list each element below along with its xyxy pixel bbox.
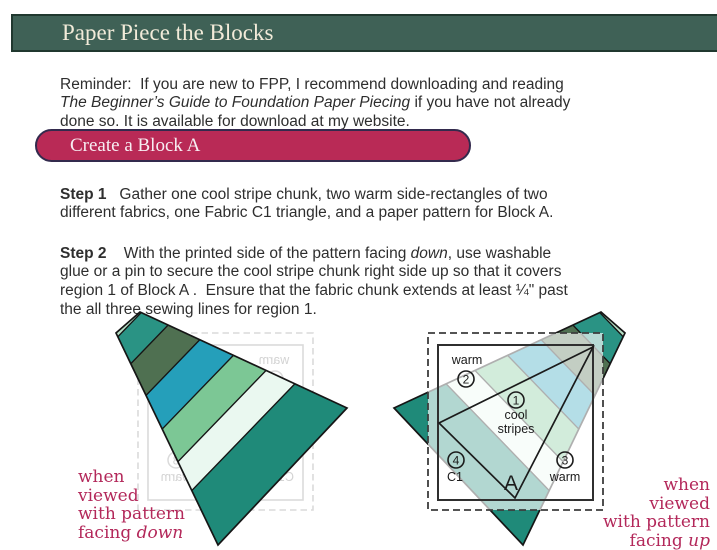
- step2-down-italic: down: [410, 244, 448, 262]
- right-region1-triangle: [437, 345, 595, 500]
- step1-line2: different fabrics, one Fabric C1 triangl…: [60, 204, 554, 222]
- region3-number: 3: [562, 454, 569, 468]
- page-title: Paper Piece the Blocks: [62, 20, 274, 45]
- region1-circle: [507, 391, 525, 409]
- region2-label: warm: [451, 353, 483, 367]
- reminder-line1: Reminder: If you are new to FPP, I recom…: [60, 75, 564, 93]
- step1-paragraph: Step 1 Gather one cool stripe chunk, two…: [60, 186, 700, 224]
- translucent-paper-sheet: [428, 333, 603, 510]
- region3-label: warm: [549, 470, 581, 484]
- reminder-paragraph: Reminder: If you are new to FPP, I recom…: [60, 76, 700, 132]
- step2-label: Step 2: [60, 244, 107, 262]
- region1-label2: stripes: [498, 422, 535, 436]
- block-diagrams: warm 2 1 cool stripes 4 C1 3 warm: [114, 300, 717, 550]
- right-block-outline: [437, 344, 594, 501]
- mirrored-region2-label: warm: [259, 353, 291, 367]
- mirrored-region3-number: 3: [172, 454, 179, 468]
- reminder-line2: if you have not already: [410, 94, 571, 112]
- section-title: Create a Block A: [70, 135, 201, 156]
- region1-number: 1: [513, 394, 520, 408]
- step2-paragraph: Step 2 With the printed side of the patt…: [60, 245, 705, 320]
- reminder-book-title: The Beginner’s Guide to Foundation Paper…: [60, 94, 411, 112]
- step2-line1b: , use washable: [447, 244, 552, 262]
- region4-label: C1: [447, 470, 463, 484]
- region2-number: 2: [463, 373, 470, 387]
- step2-line1a: With the printed side of the pattern fac…: [106, 244, 411, 262]
- reminder-line3: done so. It is available for download at…: [60, 113, 410, 131]
- paper-pattern-right: warm 2 1 cool stripes 4 C1 A 3 warm: [427, 332, 604, 511]
- step2-line4: the all three sewing lines for region 1.: [60, 300, 317, 318]
- step2-line3: region 1 of Block A . Ensure that the fa…: [60, 282, 568, 300]
- region4-number: 4: [453, 454, 460, 468]
- step1-line1: Gather one cool stripe chunk, two warm s…: [106, 185, 548, 203]
- section-header-pill: Create a Block A: [35, 129, 471, 162]
- region4-circle: [447, 451, 465, 469]
- step2-line2: glue or a pin to secure the cool stripe …: [60, 263, 562, 281]
- region1-label1: cool: [505, 408, 528, 422]
- region2-circle: [457, 370, 475, 388]
- block-letter-label: A: [504, 472, 518, 495]
- step1-label: Step 1: [60, 185, 107, 203]
- region3-circle: [556, 451, 574, 469]
- fabric-chunk-outline: [114, 310, 349, 547]
- page-title-banner: Paper Piece the Blocks: [11, 14, 717, 52]
